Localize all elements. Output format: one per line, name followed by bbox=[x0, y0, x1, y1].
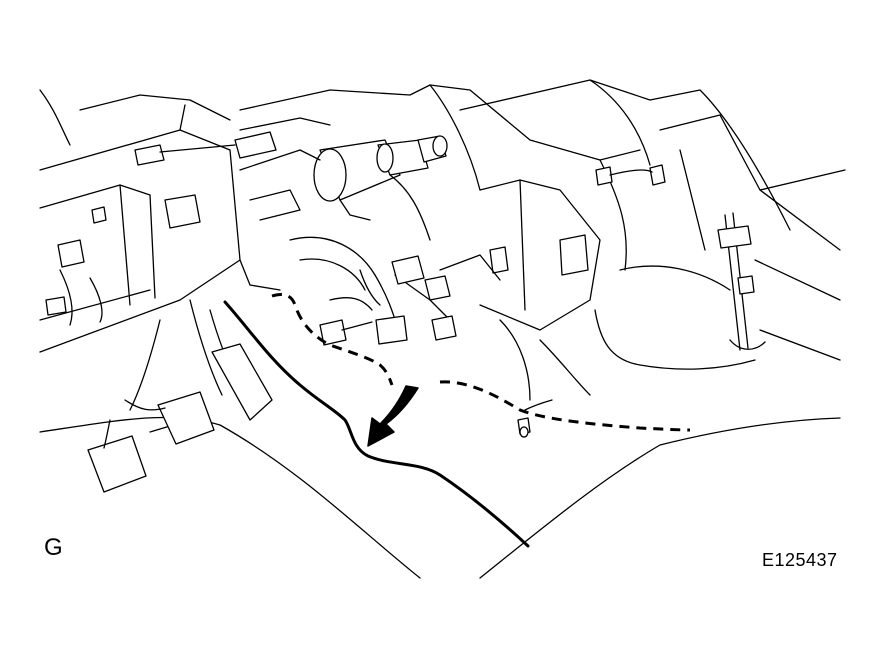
instrument-panel-beam bbox=[39, 89, 241, 353]
harness-clamp-icon bbox=[517, 399, 553, 438]
wire-harness bbox=[289, 236, 591, 401]
pedal-assembly bbox=[87, 299, 273, 493]
view-letter-label: G bbox=[44, 534, 63, 561]
dash-upper-structure bbox=[134, 79, 651, 191]
harness-route-dashed bbox=[271, 292, 691, 432]
figure-code-label: E125437 bbox=[762, 550, 838, 570]
curved-arrow-icon bbox=[367, 385, 419, 447]
floor-outline bbox=[39, 416, 841, 579]
rod-assembly bbox=[717, 212, 766, 351]
harness-route-solid bbox=[223, 300, 530, 548]
central-bracket bbox=[239, 149, 601, 331]
right-body-structure bbox=[589, 79, 846, 370]
steering-column bbox=[313, 135, 448, 241]
